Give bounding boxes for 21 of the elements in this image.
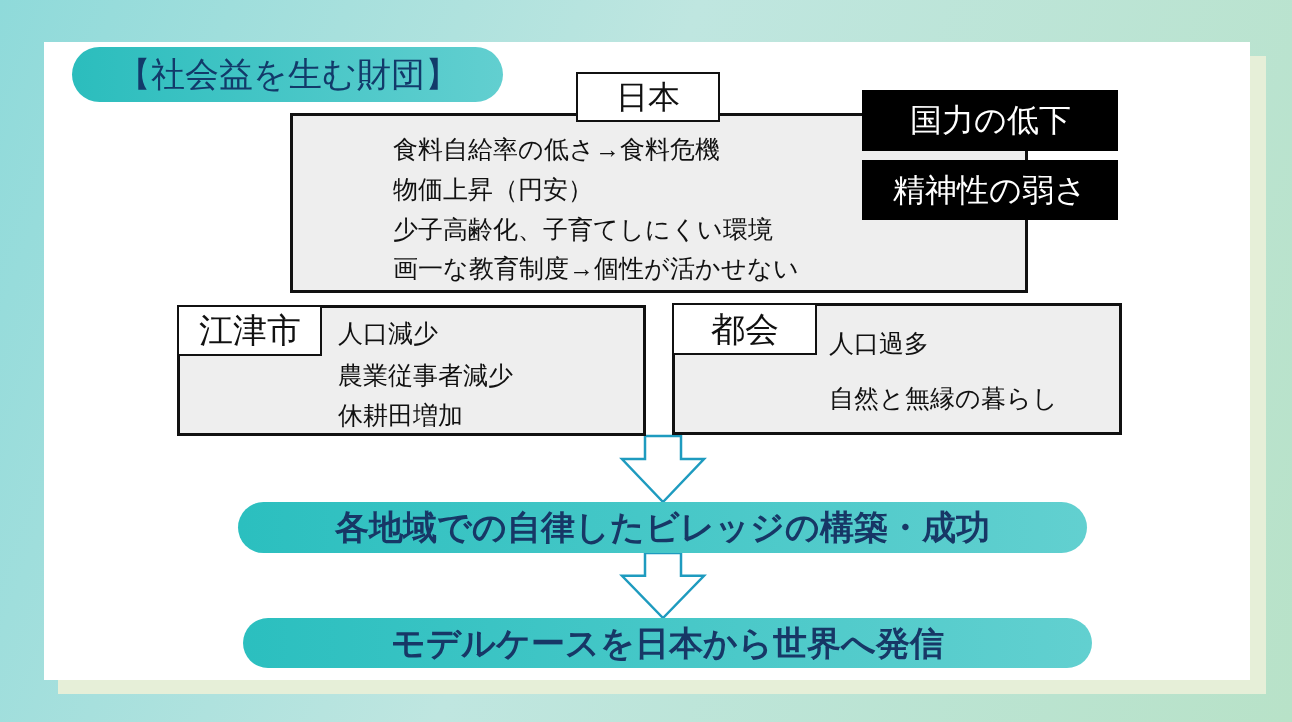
list-item: 人口過多 bbox=[829, 328, 929, 358]
list-item: 少子高齢化、子育てしにくい環境 bbox=[393, 214, 773, 244]
list-item: 農業従事者減少 bbox=[338, 360, 513, 390]
highlight-box: 精神性の弱さ bbox=[862, 160, 1118, 220]
heading-tab: 日本 bbox=[576, 72, 720, 122]
list-item: 自然と無縁の暮らし bbox=[829, 383, 1058, 413]
hollow-arrow bbox=[619, 434, 707, 504]
list-item: 画一な教育制度→個性が活かせない bbox=[393, 253, 799, 283]
heading-tab: 江津市 bbox=[177, 305, 322, 356]
list-item: 物価上昇（円安） bbox=[393, 174, 593, 204]
list-item: 人口減少 bbox=[338, 318, 438, 348]
list-item: 休耕田増加 bbox=[338, 400, 463, 430]
hollow-arrow bbox=[619, 551, 707, 620]
info-box bbox=[177, 305, 646, 436]
list-item: 食料自給率の低さ→食料危機 bbox=[393, 134, 720, 164]
result-banner: 各地域での自律したビレッジの構築・成功 bbox=[238, 502, 1087, 553]
highlight-box: 国力の低下 bbox=[862, 90, 1118, 151]
info-box bbox=[672, 303, 1122, 435]
result-banner: モデルケースを日本から世界へ発信 bbox=[243, 618, 1092, 668]
title-banner: 【社会益を生む財団】 bbox=[72, 47, 503, 102]
heading-tab: 都会 bbox=[672, 303, 817, 355]
